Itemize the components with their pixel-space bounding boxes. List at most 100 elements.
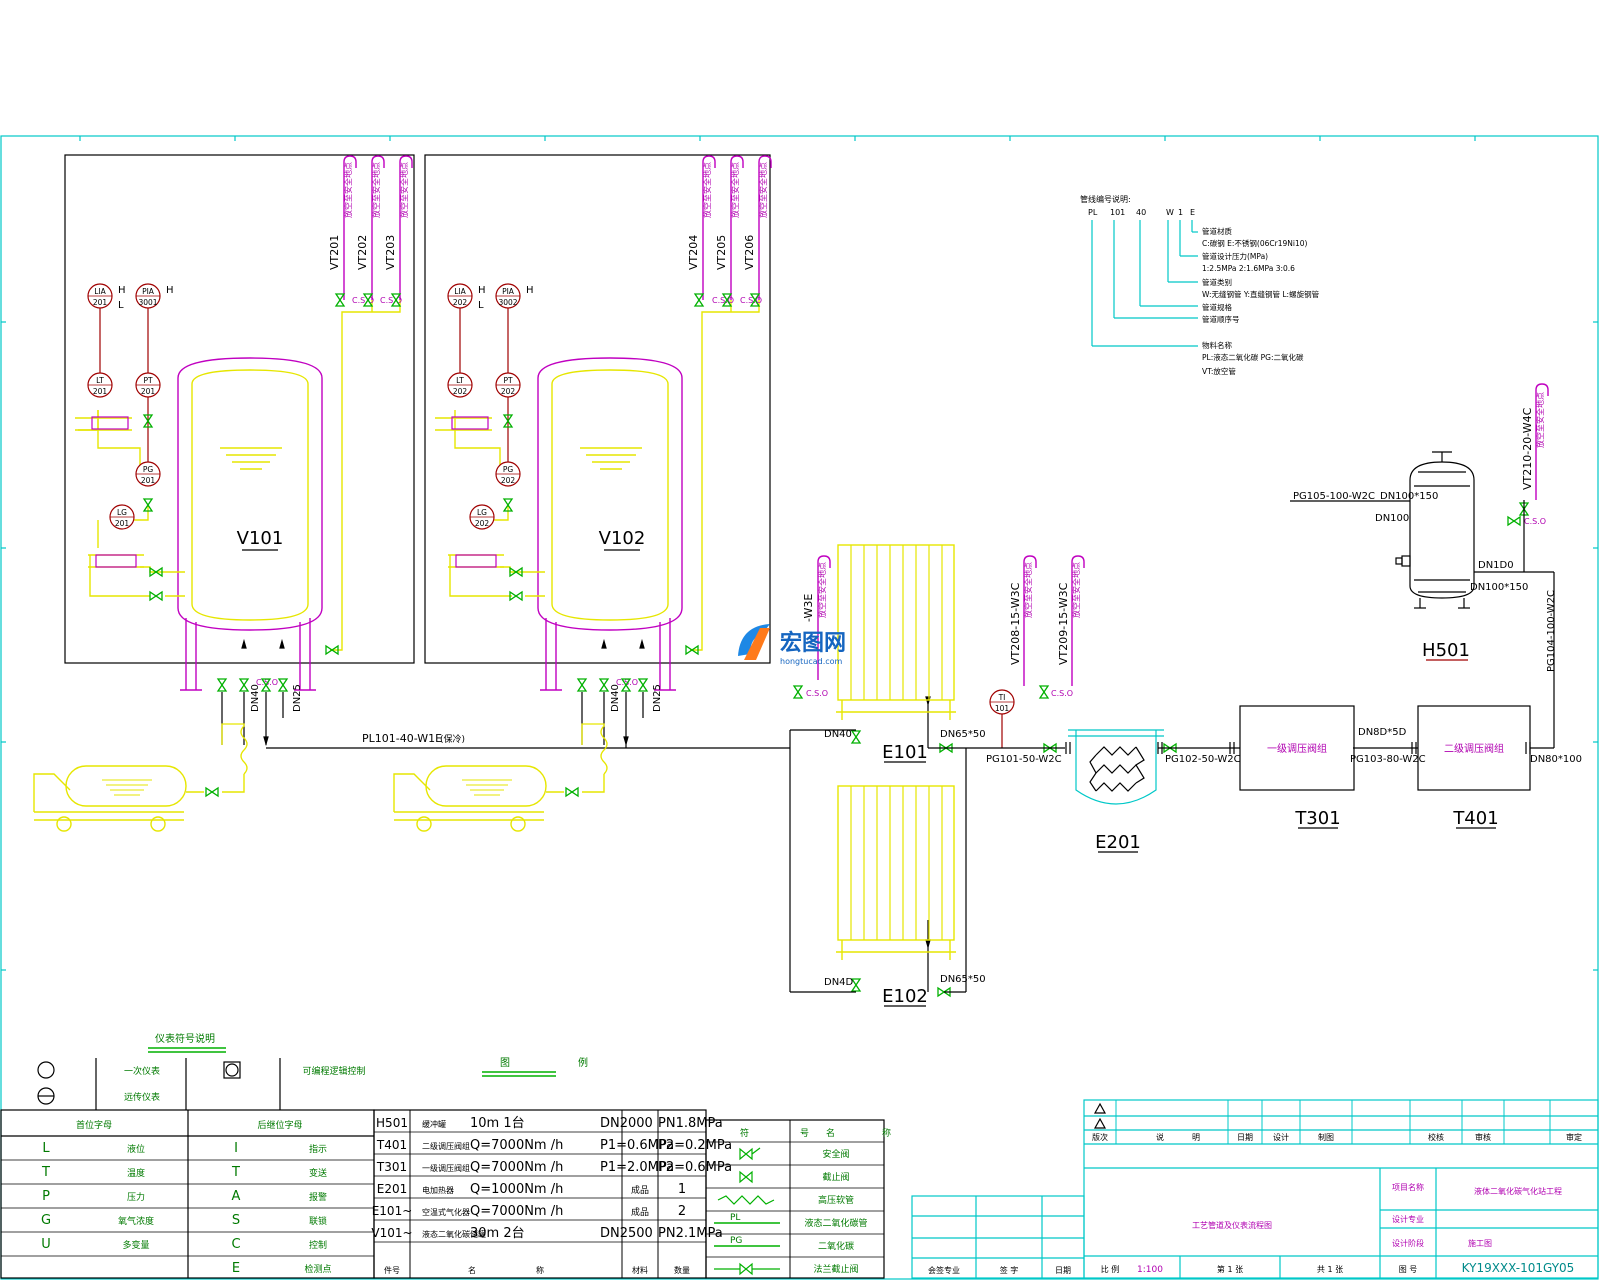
legend-after-meaning: 检测点 bbox=[304, 1263, 331, 1275]
equipment-cell: 30m 2台 bbox=[470, 1226, 525, 1241]
note-line-0: 管道材质 bbox=[1202, 226, 1232, 236]
symbol-pg: PG bbox=[730, 1236, 742, 1246]
revision-columns: 版次说明日期设计制图校核审核审定 bbox=[1092, 1100, 1582, 1144]
equipment-cell: 2 bbox=[678, 1204, 686, 1219]
equipment-footer: 数量 bbox=[674, 1265, 690, 1275]
vent-note-6: 放空至安全地点 bbox=[758, 162, 768, 218]
instrument-num: 202 bbox=[453, 387, 468, 396]
equipment-cell: DN2500 bbox=[600, 1226, 653, 1241]
gate-valve bbox=[1518, 502, 1530, 516]
equipment-cell: P1=0.6MPa bbox=[600, 1138, 674, 1153]
legend-first-letter: T bbox=[41, 1165, 50, 1180]
legend-sym3: 可编程逻辑控制 bbox=[302, 1065, 365, 1077]
stage-label: 设计阶段 bbox=[1392, 1238, 1424, 1248]
revision-head: 日期 bbox=[1237, 1133, 1253, 1142]
dn25-v102: DN25 bbox=[652, 684, 663, 712]
instrument-tag: TI bbox=[998, 693, 1006, 702]
legend-after-letter: I bbox=[234, 1141, 238, 1156]
tank-v101-label: V101 bbox=[237, 528, 284, 549]
symbol-head-b: 号 bbox=[800, 1128, 809, 1139]
dn40-v101: DN40 bbox=[250, 684, 261, 712]
equipment-cell: P2=0.2MPa bbox=[658, 1138, 732, 1153]
revision-head: 版次 bbox=[1092, 1132, 1108, 1142]
dn40-v102: DN40 bbox=[610, 684, 621, 712]
air-vaporizer bbox=[836, 785, 956, 960]
equipment-cell: 缓冲罐 bbox=[422, 1119, 446, 1129]
drawing-name: 工艺管道及仪表流程图 bbox=[1192, 1220, 1272, 1230]
pipe-pg102: PG102-50-W2C bbox=[1165, 754, 1241, 765]
symbol-head-c: 名 bbox=[826, 1127, 835, 1139]
gate-valve bbox=[637, 678, 649, 692]
instrument-tag: PIA bbox=[142, 287, 155, 296]
gate-valve bbox=[502, 414, 514, 428]
symbol-item: 高压软管 bbox=[818, 1194, 854, 1206]
vent-labels: VT201 VT202 VT203 VT204 VT205 VT206 VT20… bbox=[328, 162, 1545, 665]
revision-head: 审核 bbox=[1475, 1132, 1491, 1142]
equipment-cell: 10m 1台 bbox=[470, 1116, 525, 1131]
cso-3: C.S.O bbox=[712, 296, 734, 305]
flow-arrows bbox=[241, 638, 931, 950]
instrument-num: 201 bbox=[115, 519, 130, 528]
code-pressure: 1 bbox=[1178, 208, 1183, 217]
gate-valve bbox=[1163, 742, 1177, 754]
gate-valve bbox=[238, 678, 250, 692]
legend-after-meaning: 变送 bbox=[309, 1167, 327, 1179]
vent-note-9: 放空至安全地点 bbox=[1071, 562, 1081, 618]
instrument-tag: LIA bbox=[94, 287, 106, 296]
equipment-cell: 电加热器 bbox=[422, 1185, 454, 1195]
sign-head-2: 日期 bbox=[1055, 1266, 1071, 1275]
code-size: 40 bbox=[1136, 208, 1146, 217]
pipe-pg101: PG101-50-W2C bbox=[986, 754, 1062, 765]
equipment-cell: Q=7000Nm /h bbox=[470, 1204, 563, 1219]
gate-valve bbox=[850, 730, 862, 744]
revision-head: 校核 bbox=[1428, 1132, 1444, 1142]
e102-label: E102 bbox=[882, 986, 928, 1007]
vent-note-1: 放空至安全地点 bbox=[343, 162, 353, 218]
tank-enclosure-2 bbox=[424, 154, 771, 664]
dn25-v101: DN25 bbox=[292, 684, 303, 712]
equipment-cell: DN2000 bbox=[600, 1116, 653, 1131]
project-label: 项目名称 bbox=[1392, 1182, 1424, 1192]
legend-first-letter: P bbox=[42, 1189, 50, 1204]
stage-value: 施工图 bbox=[1468, 1238, 1492, 1248]
design-label: 设计专业 bbox=[1392, 1214, 1424, 1224]
tank-v102: V102 bbox=[537, 357, 683, 691]
e101-label: E101 bbox=[882, 742, 928, 763]
gate-valve bbox=[390, 293, 402, 307]
tank-enclosure-1 bbox=[64, 154, 415, 664]
revision-head: 制图 bbox=[1318, 1132, 1334, 1142]
gate-valve bbox=[850, 978, 862, 992]
vent-note-3: 放空至安全地点 bbox=[399, 162, 409, 218]
instrument-num: 201 bbox=[141, 387, 156, 396]
gate-valve bbox=[216, 678, 228, 692]
tanker-trucks bbox=[33, 723, 608, 832]
dn40-e101: DN40 bbox=[824, 729, 852, 740]
instrument-group: LIA201PIA3001LT201PT201PG201LG201LIA202P… bbox=[87, 283, 1015, 715]
title-block: 版次说明日期设计制图校核审核审定 工艺管道及仪表流程图 项目名称 液体二氧化碳气… bbox=[1083, 1099, 1599, 1279]
legend-after-meaning: 指示 bbox=[309, 1143, 327, 1155]
dn80-100: DN80*100 bbox=[1530, 754, 1582, 765]
equipment-cell: PN1.8MPa bbox=[658, 1116, 723, 1131]
gate-valve bbox=[149, 590, 163, 602]
vent-note-2: 放空至安全地点 bbox=[371, 162, 381, 218]
instrument-tag: PG bbox=[503, 465, 514, 474]
equipment-footer: 称 bbox=[536, 1265, 544, 1275]
vent-vt204: VT204 bbox=[687, 235, 700, 270]
symbol-item: 二氧化碳 bbox=[818, 1240, 854, 1252]
symbol-legend: 图 例 符号名称安全阀截止阀高压软管液态二氧化碳管PL二氧化碳PG法兰截止阀 bbox=[482, 1056, 891, 1279]
alarm-h-4: H bbox=[526, 285, 534, 296]
note-line-9: PL:液态二氧化碳 PG:二氧化碳 bbox=[1202, 352, 1304, 362]
instrument-tag: LG bbox=[117, 508, 127, 517]
vent-vt202: VT202 bbox=[356, 235, 369, 270]
regulator-t401 bbox=[1417, 705, 1531, 791]
air-vaporizer bbox=[836, 544, 956, 720]
vent-vt205: VT205 bbox=[715, 235, 728, 270]
vent-vt209: VT209-15-W3C bbox=[1057, 582, 1070, 665]
